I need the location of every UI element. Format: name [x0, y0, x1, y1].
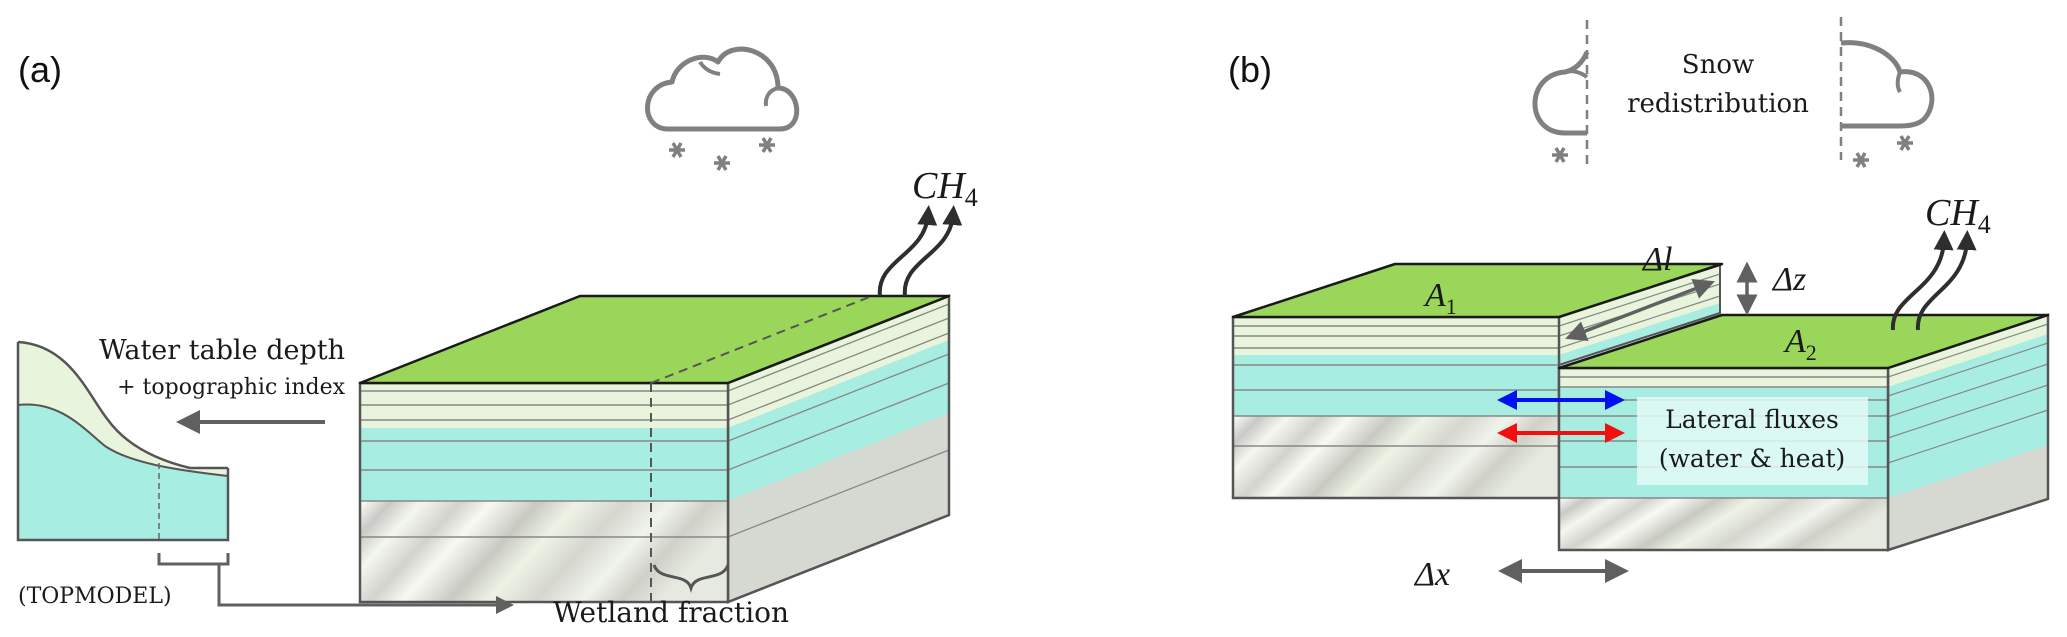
- topographic-index-label: + topographic index: [117, 375, 345, 400]
- half-cloud-left-icon: [1532, 20, 1590, 170]
- snowflake-icon: [1550, 146, 1570, 164]
- panel-a-label: (a): [18, 49, 62, 90]
- delta-x-label: Δx: [1413, 556, 1450, 593]
- water-table-label: Water table depth: [99, 335, 345, 366]
- panel-a: (a): [16, 46, 978, 629]
- tile-a2-label: A2: [1783, 323, 1817, 365]
- topmodel-inset: [16, 340, 514, 614]
- wetland-brace: [652, 564, 730, 594]
- wetland-fraction-label: Wetland fraction: [553, 596, 789, 629]
- tile-a1-label: A1: [1423, 277, 1457, 319]
- methane-emission-arrows-b: [1890, 230, 1977, 331]
- delta-l-arrow: [1565, 278, 1715, 342]
- panel-b: (b) Snow redistribution: [1228, 17, 2050, 593]
- snow-cloud-icon: [645, 46, 800, 172]
- lateral-fluxes-label: Lateral fluxes: [1665, 405, 1839, 434]
- snow-label: Snow: [1682, 50, 1754, 80]
- methane-label: CH4: [912, 165, 978, 212]
- snowflake-icon: [757, 136, 777, 154]
- redistribution-label: redistribution: [1627, 89, 1809, 119]
- water-heat-label: (water & heat): [1659, 444, 1846, 473]
- snowflake-icon: [712, 154, 732, 172]
- snowflake-icon: [667, 141, 687, 159]
- topmodel-label: (TOPMODEL): [18, 584, 172, 609]
- snowflake-icon: [1895, 134, 1915, 152]
- lateral-fluxes-box: [1637, 397, 1868, 485]
- methane-label-b: CH4: [1925, 192, 1991, 239]
- half-cloud-right-icon: [1839, 17, 1935, 169]
- delta-l-label: Δl: [1641, 241, 1672, 278]
- delta-z-label: Δz: [1771, 261, 1806, 298]
- soil-column-block-a: [358, 294, 951, 604]
- panel-b-label: (b): [1228, 49, 1272, 90]
- snowflake-icon: [1851, 151, 1871, 169]
- methane-emission-arrows: [877, 205, 963, 297]
